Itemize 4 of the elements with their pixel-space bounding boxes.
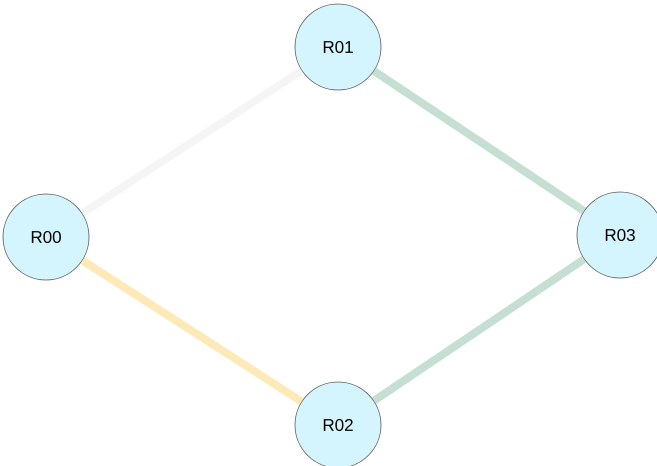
link-line	[80, 257, 304, 405]
link-line	[372, 68, 586, 214]
link-line	[80, 67, 304, 217]
link-line	[372, 256, 586, 404]
